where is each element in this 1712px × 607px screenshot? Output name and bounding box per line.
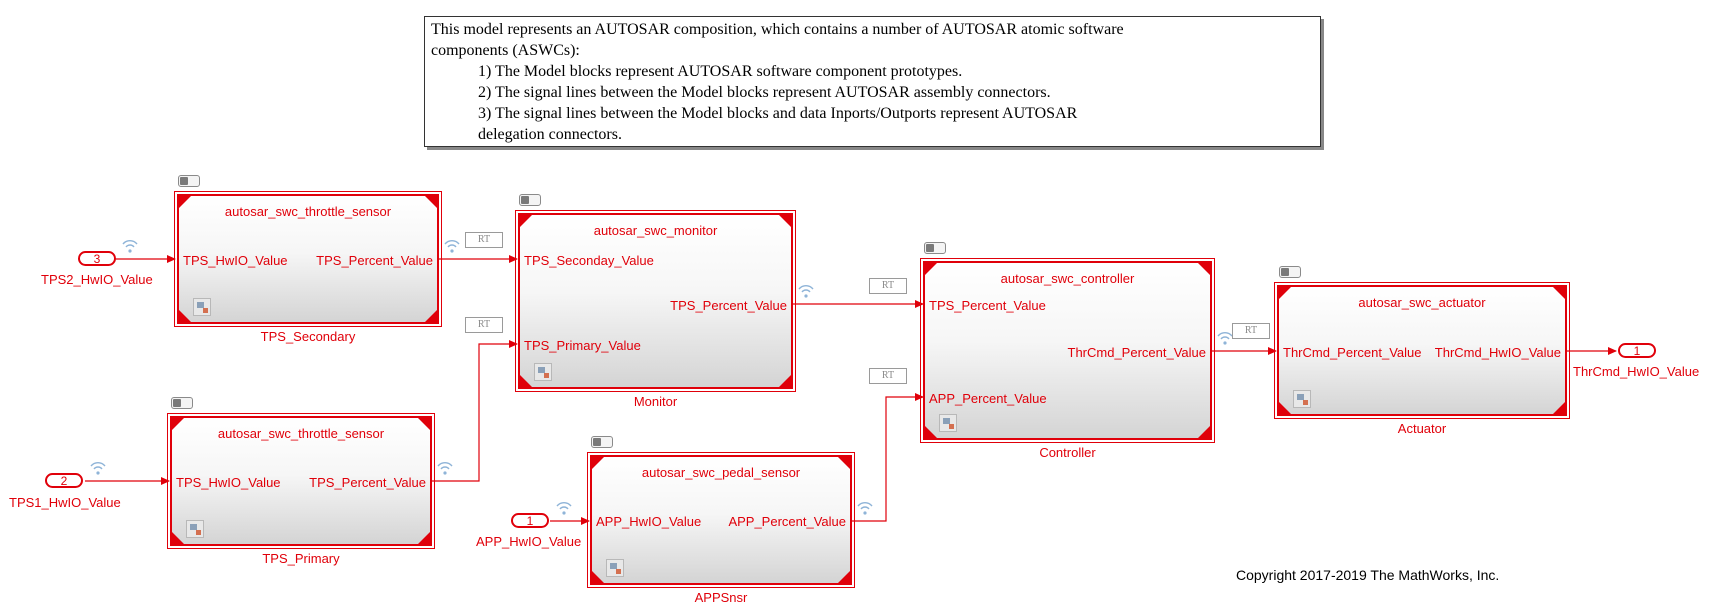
block-name-tps-primary: TPS_Primary bbox=[262, 551, 340, 566]
annotation-line: 3) The signal lines between the Model bl… bbox=[478, 105, 1078, 122]
signal-appsnsr-to-controller bbox=[852, 393, 924, 522]
inport-1[interactable]: 1 bbox=[511, 513, 549, 528]
inport-2[interactable]: 2 bbox=[45, 473, 83, 488]
model-reference-icon bbox=[606, 559, 624, 577]
outport-1-label: ThrCmd_HwIO_Value bbox=[1573, 364, 1700, 379]
block-appsnsr[interactable]: autosar_swc_pedal_sensor APP_HwIO_Value … bbox=[587, 452, 855, 588]
wireless-icon-in3 bbox=[122, 240, 138, 253]
variant-toggle-icon[interactable] bbox=[519, 194, 541, 206]
block-inport-label: TPS_HwIO_Value bbox=[176, 475, 281, 490]
block-model-name: autosar_swc_throttle_sensor bbox=[224, 204, 392, 219]
wireless-icon-tps-secondary bbox=[444, 240, 460, 253]
variant-toggle-icon[interactable] bbox=[171, 397, 193, 409]
variant-toggle-icon[interactable] bbox=[591, 436, 613, 448]
block-monitor[interactable]: autosar_swc_monitor TPS_Seconday_Value T… bbox=[515, 210, 796, 392]
block-inport-label: ThrCmd_Percent_Value bbox=[1283, 345, 1422, 360]
outport-1[interactable]: 1 bbox=[1618, 343, 1656, 358]
block-inport-label: TPS_HwIO_Value bbox=[183, 253, 288, 268]
rate-transition-controller[interactable]: RT bbox=[1232, 323, 1270, 339]
block-inport-label: APP_Percent_Value bbox=[929, 391, 1047, 406]
annotation-line: components (ASWCs): bbox=[431, 42, 580, 59]
wireless-icon-tps-primary bbox=[437, 462, 453, 475]
block-tps-primary[interactable]: autosar_swc_throttle_sensor TPS_HwIO_Val… bbox=[167, 413, 435, 549]
block-model-name: autosar_swc_actuator bbox=[1358, 295, 1486, 310]
variant-toggle-icon[interactable] bbox=[1279, 266, 1301, 278]
wireless-indicators bbox=[90, 240, 1233, 515]
inport-3[interactable]: 3 bbox=[78, 251, 116, 266]
block-outport-label: TPS_Percent_Value bbox=[670, 298, 787, 313]
block-model-name: autosar_swc_pedal_sensor bbox=[641, 465, 801, 480]
block-outport-label: ThrCmd_HwIO_Value bbox=[1434, 345, 1561, 360]
variant-toggle-icon[interactable] bbox=[924, 242, 946, 254]
block-name-monitor: Monitor bbox=[633, 394, 678, 409]
copyright-notice: Copyright 2017-2019 The MathWorks, Inc. bbox=[1236, 567, 1500, 583]
annotation-line: This model represents an AUTOSAR composi… bbox=[431, 21, 1124, 38]
block-name-actuator: Actuator bbox=[1397, 421, 1447, 436]
rate-transition-appsnsr[interactable]: RT bbox=[869, 368, 907, 384]
block-name-controller: Controller bbox=[1039, 445, 1096, 460]
model-reference-icon bbox=[939, 414, 957, 432]
block-inport-label: APP_HwIO_Value bbox=[596, 514, 702, 529]
block-actuator[interactable]: autosar_swc_actuator ThrCmd_Percent_Valu… bbox=[1274, 282, 1570, 419]
model-reference-icon bbox=[193, 298, 211, 316]
block-outport-label: TPS_Percent_Value bbox=[316, 253, 433, 268]
annotation-line: 1) The Model blocks represent AUTOSAR so… bbox=[478, 63, 963, 80]
block-name-tps-secondary: TPS_Secondary bbox=[260, 329, 356, 344]
variant-toggle-icon[interactable] bbox=[178, 175, 200, 187]
rate-transition-tps-primary[interactable]: RT bbox=[465, 317, 503, 333]
block-inport-label: TPS_Seconday_Value bbox=[524, 253, 654, 268]
block-name-appsnsr: APPSnsr bbox=[694, 590, 748, 605]
model-reference-icon bbox=[1293, 390, 1311, 408]
annotation-line: 2) The signal lines between the Model bl… bbox=[478, 84, 1051, 101]
block-inport-label: TPS_Primary_Value bbox=[524, 338, 641, 353]
annotation-line: delegation connectors. bbox=[478, 126, 622, 143]
block-controller[interactable]: autosar_swc_controller TPS_Percent_Value… bbox=[920, 258, 1215, 443]
wireless-icon-monitor bbox=[798, 285, 814, 298]
wireless-icon-in2 bbox=[90, 462, 106, 475]
block-model-name: autosar_swc_throttle_sensor bbox=[217, 426, 385, 441]
signal-tps-primary-to-monitor bbox=[432, 340, 518, 482]
wireless-icon-controller bbox=[1217, 332, 1233, 345]
block-outport-label: APP_Percent_Value bbox=[728, 514, 846, 529]
wireless-icon-appsnsr bbox=[857, 502, 873, 515]
block-outport-label: TPS_Percent_Value bbox=[309, 475, 426, 490]
block-tps-secondary[interactable]: autosar_swc_throttle_sensor TPS_HwIO_Val… bbox=[174, 191, 442, 327]
block-model-name: autosar_swc_controller bbox=[1000, 271, 1135, 286]
rate-transition-monitor[interactable]: RT bbox=[869, 278, 907, 294]
block-inport-label: TPS_Percent_Value bbox=[929, 298, 1046, 313]
model-reference-icon bbox=[534, 363, 552, 381]
inport-1-label: APP_HwIO_Value bbox=[476, 534, 582, 549]
wireless-icon-in1 bbox=[556, 502, 572, 515]
rate-transition-tps-secondary[interactable]: RT bbox=[465, 232, 503, 248]
inport-3-label: TPS2_HwIO_Value bbox=[41, 272, 153, 287]
inport-2-label: TPS1_HwIO_Value bbox=[9, 495, 121, 510]
block-model-name: autosar_swc_monitor bbox=[593, 223, 718, 238]
model-reference-icon bbox=[186, 520, 204, 538]
block-outport-label: ThrCmd_Percent_Value bbox=[1067, 345, 1207, 360]
description-annotation: This model represents an AUTOSAR composi… bbox=[424, 16, 1321, 147]
